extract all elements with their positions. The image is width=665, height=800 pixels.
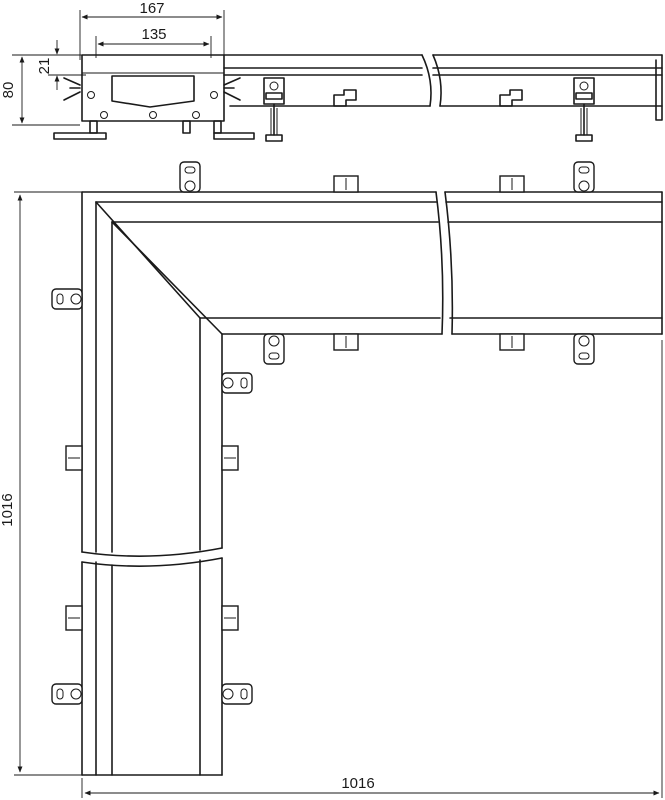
dimension-label-1016-vertical: 1016 xyxy=(0,493,16,526)
dimension-21: 21 xyxy=(36,40,86,90)
dimension-label-21: 21 xyxy=(36,58,53,75)
dimension-label-167: 167 xyxy=(139,0,164,17)
dimension-label-1016-horizontal: 1016 xyxy=(341,775,374,792)
dimension-135: 135 xyxy=(95,26,212,58)
channel-cross-section xyxy=(53,54,255,140)
anchor-brackets xyxy=(65,175,525,631)
dimension-label-135: 135 xyxy=(141,26,166,43)
dimension-1016-vertical: 1016 xyxy=(0,191,82,776)
dimension-80: 80 xyxy=(0,54,80,126)
dimension-167: 167 xyxy=(79,0,225,60)
mounting-lugs xyxy=(51,161,595,705)
channel-side-view xyxy=(223,54,663,142)
corner-channel-plan-view xyxy=(81,191,663,776)
dimension-1016-horizontal: 1016 xyxy=(81,340,663,798)
dimension-label-80: 80 xyxy=(0,82,17,99)
